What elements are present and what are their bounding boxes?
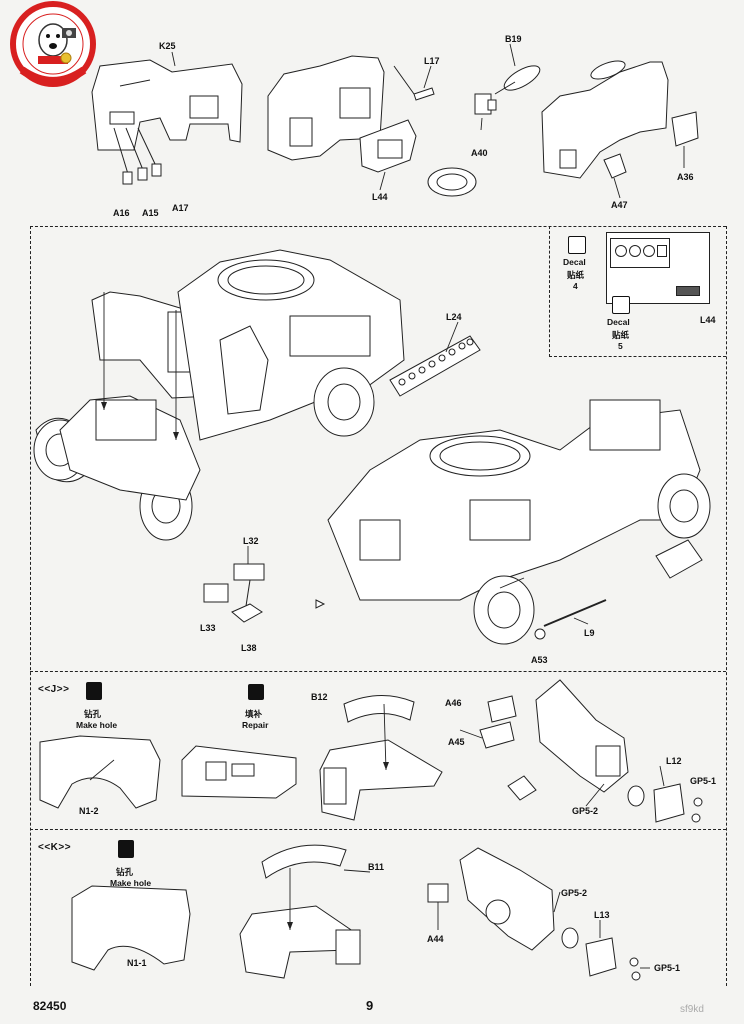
decal5-strip bbox=[676, 286, 700, 296]
part-label-b19: B19 bbox=[505, 34, 522, 44]
part-label-l24: L24 bbox=[446, 312, 462, 322]
section-divider-bottom bbox=[30, 829, 726, 830]
page-left-border bbox=[30, 226, 31, 986]
decal-icon bbox=[568, 236, 586, 254]
decal4-label-cn: 贴纸 bbox=[567, 270, 585, 280]
part-label-a47: A47 bbox=[611, 200, 628, 210]
part-label-n1-2: N1-2 bbox=[79, 806, 99, 816]
part-label-k25: K25 bbox=[159, 41, 176, 51]
part-label-b12: B12 bbox=[311, 692, 328, 702]
part-label-l32: L32 bbox=[243, 536, 259, 546]
decal4-gauge-panel bbox=[610, 238, 670, 268]
part-label-gp5-2-k: GP5-2 bbox=[561, 888, 588, 898]
drill-label-cn-j: 钻孔 bbox=[84, 709, 102, 719]
section-divider-top bbox=[30, 226, 726, 227]
hobby-stamp-logo bbox=[8, 0, 98, 96]
decal-inset-box bbox=[549, 226, 726, 357]
repair-icon bbox=[248, 684, 264, 700]
part-label-b11: B11 bbox=[368, 862, 385, 872]
part-label-l13: L13 bbox=[594, 910, 610, 920]
drill-icon bbox=[86, 682, 102, 700]
part-label-a17: A17 bbox=[172, 203, 189, 213]
decal5-number: 5 bbox=[618, 341, 623, 351]
section-k-tag: <<K>> bbox=[38, 842, 72, 853]
part-label-a16: A16 bbox=[113, 208, 130, 218]
faint-code: sf9kd bbox=[680, 1004, 704, 1015]
part-label-a45: A45 bbox=[448, 737, 465, 747]
part-label-a53: A53 bbox=[531, 655, 548, 665]
decal4-label-en: Decal bbox=[563, 257, 586, 267]
section-j-tag: <<J>> bbox=[38, 684, 70, 695]
part-label-a44: A44 bbox=[427, 934, 444, 944]
drill-label-en-j: Make hole bbox=[76, 720, 118, 730]
catalog-number: 82450 bbox=[33, 999, 67, 1013]
decal4-number: 4 bbox=[573, 281, 578, 291]
page-right-border bbox=[726, 226, 727, 986]
part-label-gp5-1-j: GP5-1 bbox=[690, 776, 717, 786]
drill-label-en-k: Make hole bbox=[110, 878, 152, 888]
part-label-l12: L12 bbox=[666, 756, 682, 766]
part-label-gp5-2-j: GP5-2 bbox=[572, 806, 599, 816]
part-label-l17: L17 bbox=[424, 56, 440, 66]
decal-icon-2 bbox=[612, 296, 630, 314]
part-label-l9: L9 bbox=[584, 628, 595, 638]
part-label-l33: L33 bbox=[200, 623, 216, 633]
decal5-label-en: Decal bbox=[607, 317, 630, 327]
page-number: 9 bbox=[366, 998, 374, 1013]
part-label-gp5-1-k: GP5-1 bbox=[654, 963, 681, 973]
part-label-l38: L38 bbox=[241, 643, 257, 653]
repair-label-en: Repair bbox=[242, 720, 269, 730]
drill-icon-k bbox=[118, 840, 134, 858]
section-divider-middle bbox=[30, 671, 726, 672]
drill-label-cn-k: 钻孔 bbox=[116, 867, 134, 877]
part-label-n1-1: N1-1 bbox=[127, 958, 147, 968]
part-label-l44-top: L44 bbox=[372, 192, 388, 202]
part-label-a15: A15 bbox=[142, 208, 159, 218]
part-label-a40: A40 bbox=[471, 148, 488, 158]
repair-label-cn: 填补 bbox=[245, 709, 263, 719]
part-label-l44-inset: L44 bbox=[700, 315, 716, 325]
decal5-label-cn: 贴纸 bbox=[612, 330, 630, 340]
part-label-a36: A36 bbox=[677, 172, 694, 182]
part-label-a46: A46 bbox=[445, 698, 462, 708]
